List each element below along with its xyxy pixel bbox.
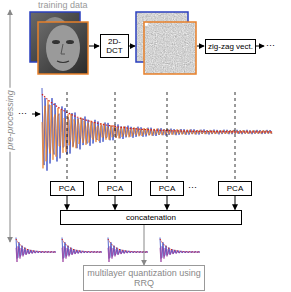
image-caption: training data <box>38 0 88 10</box>
flow-arrow <box>197 46 204 47</box>
stage-label: pre-processing <box>5 88 15 152</box>
node-text: multilayer quantization using RRQ <box>86 268 202 288</box>
node-text: concatenation <box>63 213 239 222</box>
flow-connector <box>235 196 236 210</box>
pca-box: PCA <box>98 181 132 196</box>
ellipsis: ··· <box>188 182 197 192</box>
split-lines <box>67 92 235 179</box>
flow-connector <box>167 196 168 210</box>
concatenated-plot <box>16 238 200 263</box>
node-text: 2D-DCT <box>103 37 126 55</box>
process-box: multilayer quantization using RRQ <box>83 265 205 291</box>
node-text: PCA <box>221 184 249 193</box>
flow-connector <box>144 225 145 266</box>
process-box: concatenation <box>60 210 242 225</box>
coefficient-plot <box>42 88 272 171</box>
node-text: PCA <box>101 184 129 193</box>
flow-arrow <box>129 46 135 47</box>
node-text: PCA <box>153 184 181 193</box>
process-box: 2D-DCT <box>100 34 129 58</box>
flow-connector <box>115 196 116 210</box>
ellipsis: ··· <box>18 108 27 118</box>
flow-arrow <box>32 114 40 115</box>
node-text: zig-zag vect. <box>208 42 253 51</box>
face-image-front <box>38 22 88 74</box>
flow-arrow <box>256 46 264 47</box>
flow-arrow <box>89 46 99 47</box>
dct-image-front <box>144 22 196 74</box>
flow-connector <box>67 196 68 210</box>
pca-box: PCA <box>218 181 252 196</box>
process-box: zig-zag vect. <box>205 39 256 54</box>
node-text: PCA <box>53 184 81 193</box>
ellipsis: ··· <box>266 40 275 50</box>
pca-box: PCA <box>50 181 84 196</box>
pca-box: PCA <box>150 181 184 196</box>
